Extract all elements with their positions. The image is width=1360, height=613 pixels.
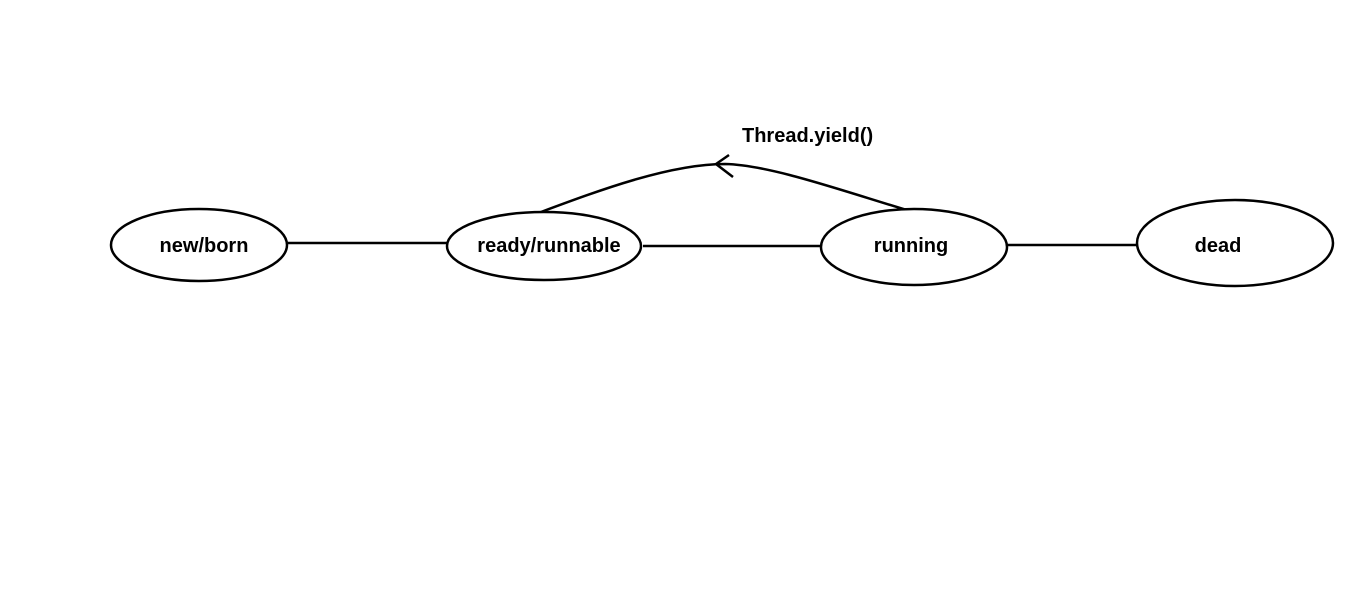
state-running: running bbox=[819, 207, 1009, 287]
state-ready-runnable-label: ready/runnable bbox=[477, 235, 620, 257]
state-running-shape bbox=[819, 207, 1009, 287]
edge-yield-curve bbox=[540, 162, 911, 214]
state-ready-runnable-shape bbox=[445, 210, 643, 282]
yield-transition-label: Thread.yield() bbox=[742, 125, 873, 147]
state-new-born-label: new/born bbox=[160, 235, 249, 257]
state-ready-runnable: ready/runnable bbox=[445, 210, 643, 282]
state-dead-shape bbox=[1135, 198, 1335, 288]
state-new-born-shape bbox=[109, 207, 289, 283]
state-dead-label: dead bbox=[1195, 235, 1242, 257]
state-new-born: new/born bbox=[109, 207, 289, 283]
state-running-label: running bbox=[874, 235, 948, 257]
yield-arrowhead-icon bbox=[713, 153, 734, 178]
state-dead: dead bbox=[1135, 198, 1335, 288]
